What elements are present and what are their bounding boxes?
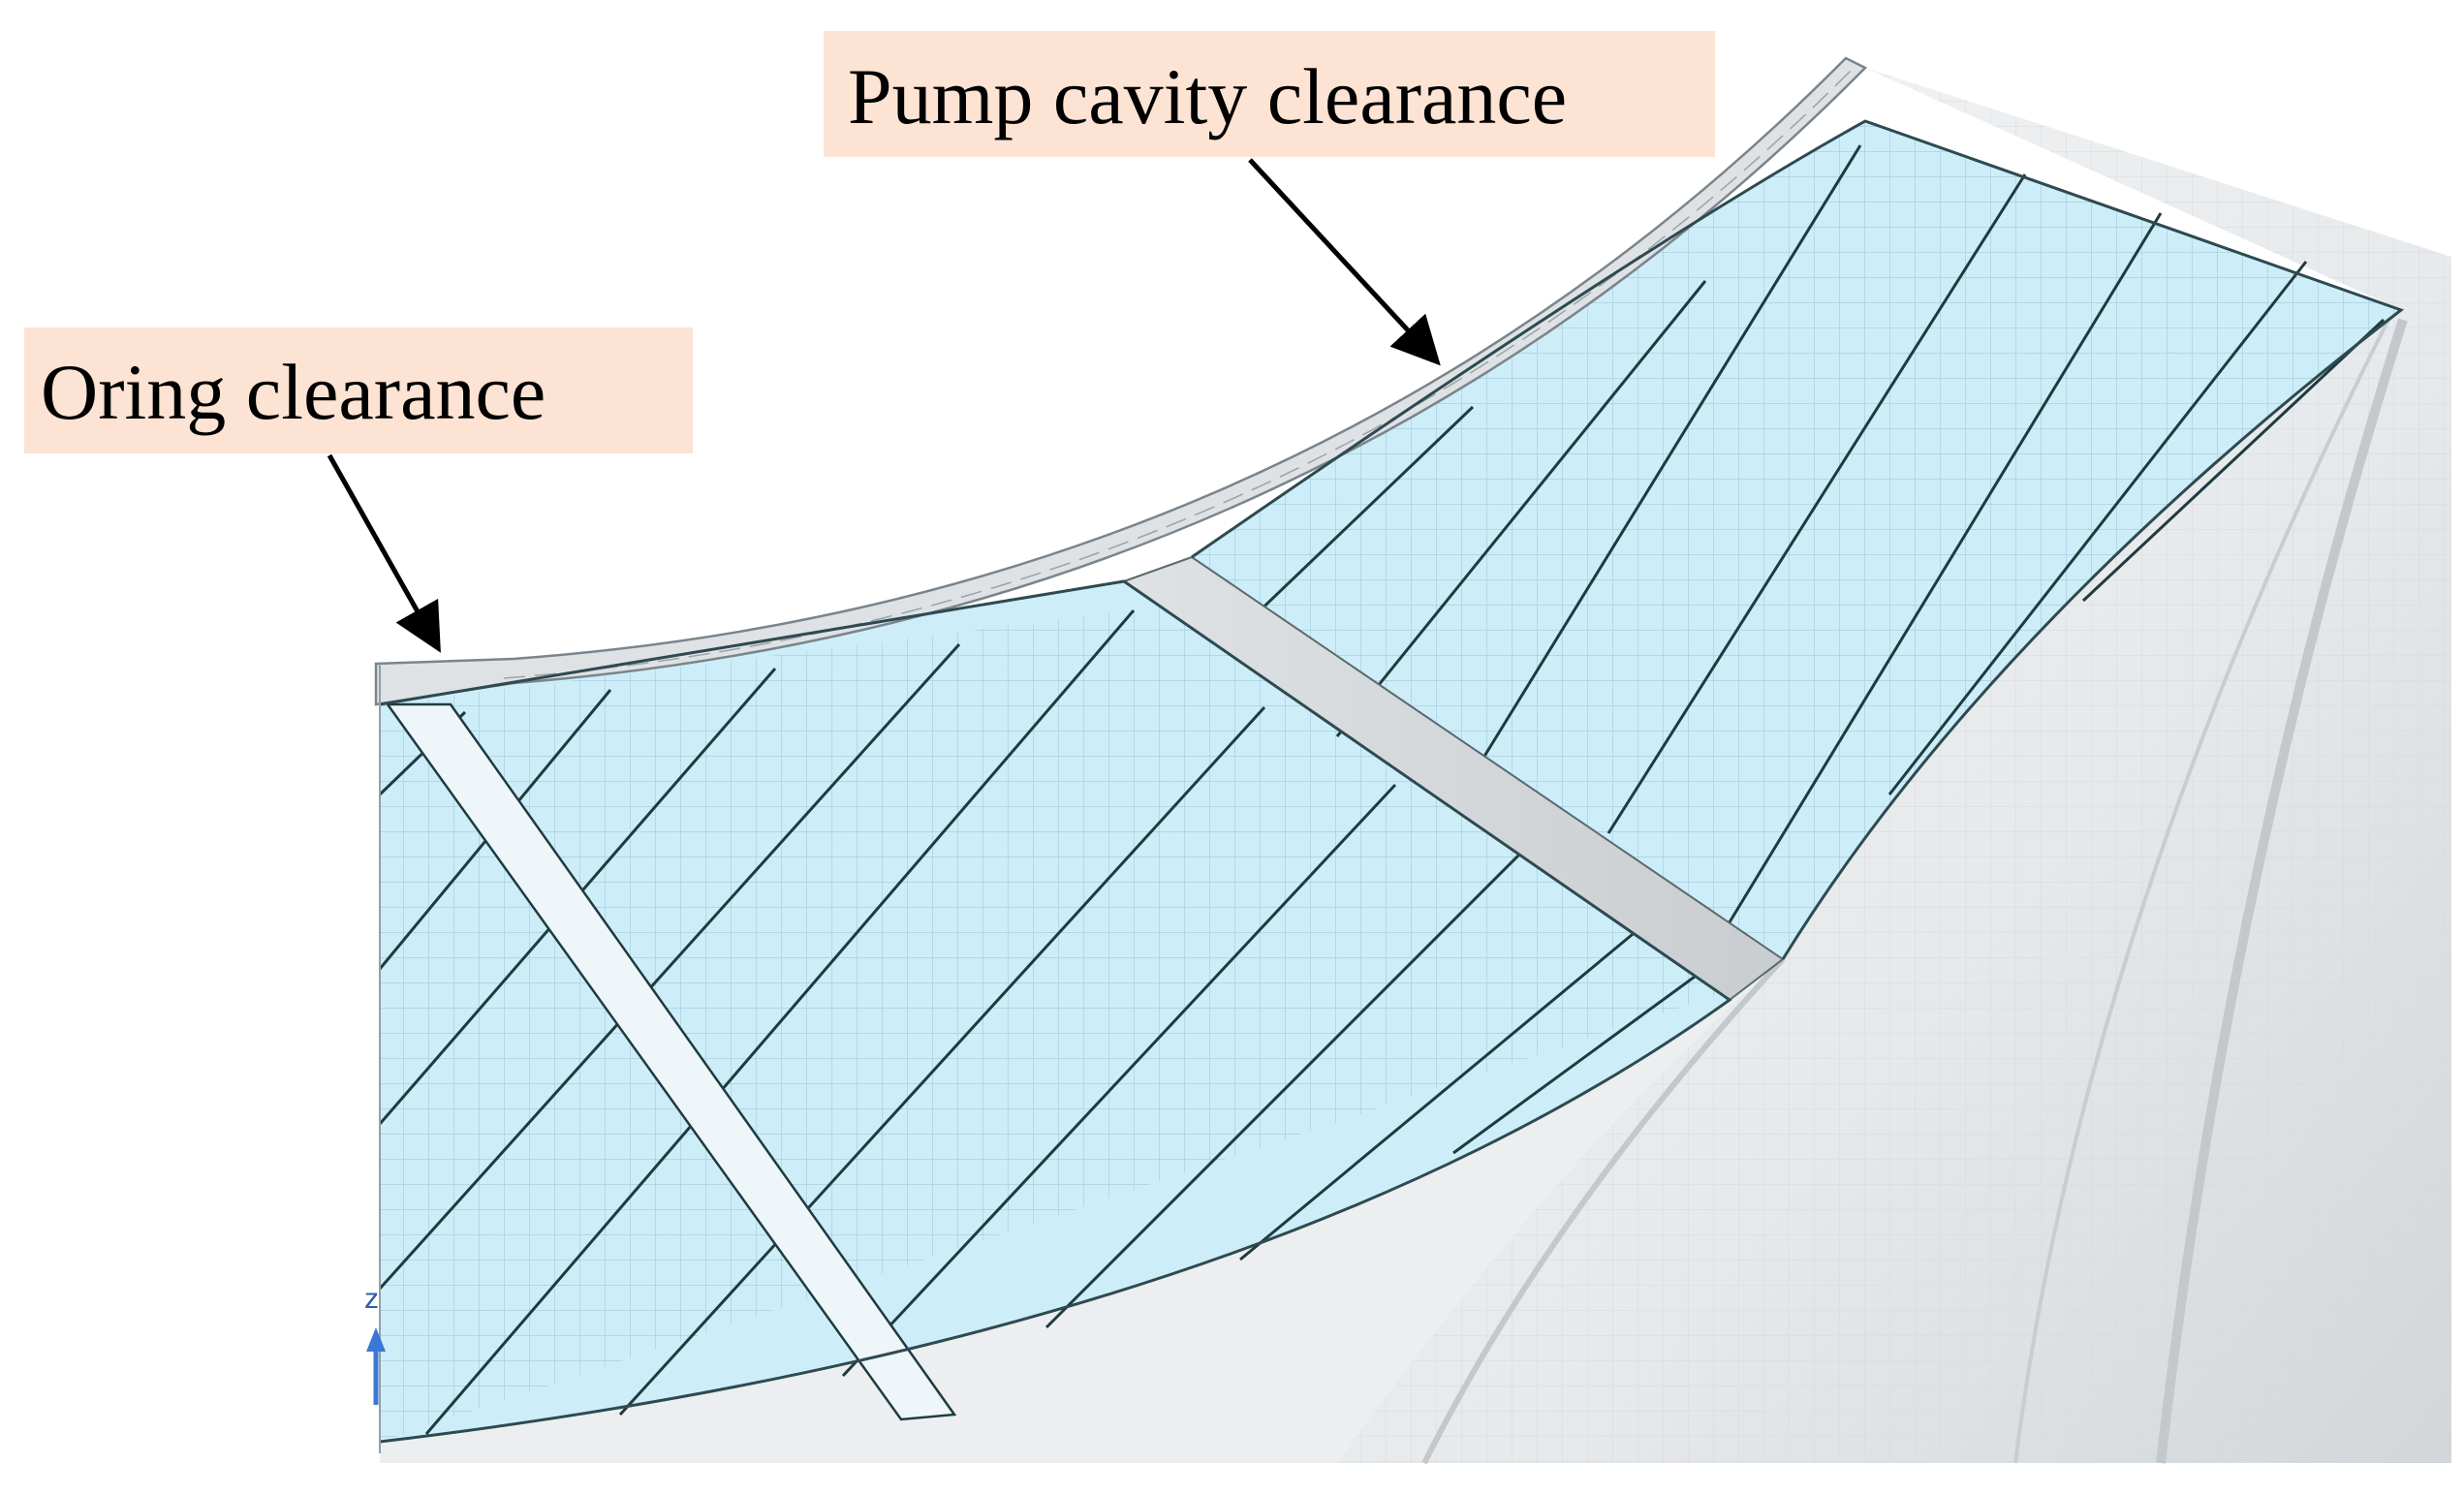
fluid-upper-outline	[1191, 119, 2405, 960]
casing-curve-1	[2156, 318, 2408, 1464]
casing-grid-overlay	[1337, 68, 2451, 1463]
axis-z-label: z	[364, 1283, 379, 1315]
pump-cavity-clearance-callout: Pump cavity clearance	[824, 31, 1715, 366]
oring-clearance-label: Oring clearance	[41, 348, 546, 436]
axis-indicator: z	[364, 1283, 386, 1405]
fluid-lower-outline	[379, 579, 1732, 1444]
blade-strip-light	[385, 702, 957, 1421]
blade-lines-upper	[1248, 144, 2386, 931]
casing-curve-3	[1421, 956, 1786, 1465]
hub-solid-region	[380, 959, 1783, 1463]
casing-curve-2	[2013, 309, 2395, 1464]
pump-cavity-clearance-label: Pump cavity clearance	[848, 52, 1567, 140]
oring-clearance-callout: Oring clearance	[24, 327, 693, 653]
shroud-strip	[374, 56, 1868, 706]
oring-arrow	[327, 453, 441, 653]
pump-cavity-label-bg	[824, 31, 1715, 157]
shroud-edge-line	[503, 65, 1856, 679]
pump-cavity-arrow	[1248, 158, 1441, 366]
oring-label-bg	[24, 327, 693, 453]
